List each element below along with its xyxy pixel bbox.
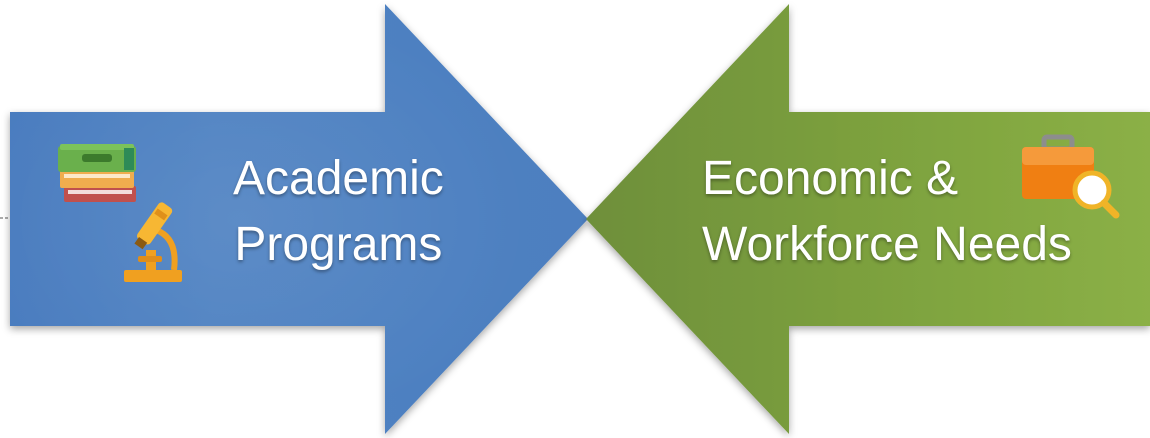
microscope-icon xyxy=(124,202,182,282)
right-arrow-shape xyxy=(586,4,1150,434)
left-arrow-highlight xyxy=(10,4,588,434)
economic-workforce-needs-label: Economic & Workforce Needs xyxy=(702,146,1072,278)
briefcase-search-icon xyxy=(1022,134,1120,219)
academic-programs-label: Academic Programs xyxy=(233,146,444,278)
books-icon xyxy=(58,144,136,202)
right-label-line1: Economic & xyxy=(702,152,959,205)
left-label-line2: Programs xyxy=(234,218,443,271)
left-label-line1: Academic xyxy=(233,152,444,205)
right-label-line2: Workforce Needs xyxy=(702,218,1072,271)
